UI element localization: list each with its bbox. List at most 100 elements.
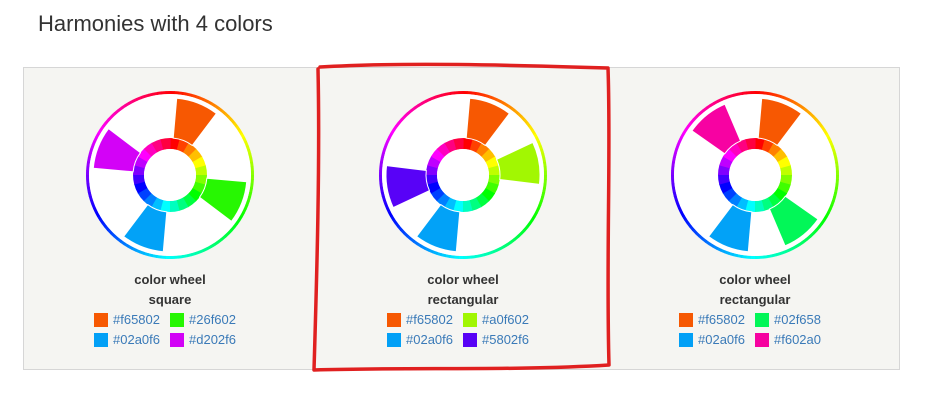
- hue-ring-segment: [784, 96, 790, 102]
- harmony-wedge: [757, 97, 803, 147]
- color-chip: [679, 333, 693, 347]
- hue-ring-segment: [745, 255, 751, 259]
- hue-ring-segment: [165, 255, 170, 259]
- hue-ring-segment: [543, 166, 547, 172]
- hue-ring-segment: [182, 254, 188, 259]
- inner-hue-segment: [754, 200, 765, 212]
- color-swatch-link[interactable]: #a0f602: [463, 312, 539, 328]
- color-swatch-link[interactable]: #d202f6: [170, 332, 246, 348]
- color-swatch-link[interactable]: #26f602: [170, 312, 246, 328]
- hue-ring-segment: [779, 250, 786, 256]
- hue-ring-segment: [131, 98, 138, 103]
- hue-ring-segment: [245, 144, 251, 151]
- page-title: Harmonies with 4 colors: [38, 11, 273, 36]
- color-swatch-link[interactable]: #f602a0: [755, 332, 831, 348]
- inner-hue-segment: [176, 139, 190, 153]
- color-swatch-link[interactable]: #f65802: [94, 312, 170, 328]
- inner-hue-segment: [150, 197, 164, 211]
- hue-ring-segment: [834, 187, 838, 194]
- hue-ring-segment: [767, 92, 774, 96]
- hue-ring-segment: [827, 136, 832, 143]
- hue-ring-segment: [733, 92, 739, 97]
- hue-ring-segment: [96, 215, 103, 221]
- color-swatch-link[interactable]: #02a0f6: [94, 332, 170, 348]
- hue-ring-segment: [835, 175, 839, 180]
- hue-ring-segment: [250, 179, 254, 185]
- hue-ring-segment: [86, 178, 90, 184]
- hue-ring-segment: [678, 207, 683, 214]
- hue-ring-segment: [716, 98, 723, 103]
- inner-hue-segment: [176, 197, 189, 211]
- hue-ring-segment: [182, 92, 189, 96]
- hue-ring-segment: [206, 245, 212, 251]
- harmony-wedge: [198, 177, 248, 223]
- harmony-type: square: [148, 292, 192, 307]
- hue-ring-segment: [165, 91, 171, 95]
- hue-ring-segment: [91, 203, 97, 210]
- hue-ring-segment: [88, 195, 93, 201]
- hue-ring-segment: [458, 91, 464, 95]
- color-chip: [463, 313, 477, 327]
- hue-ring-segment: [454, 91, 460, 95]
- hue-ring-segment: [86, 174, 90, 180]
- hue-ring-segment: [190, 252, 196, 257]
- inner-hue-segment: [188, 148, 203, 163]
- inner-hue-segment: [160, 138, 171, 150]
- hue-ring-segment: [246, 195, 252, 202]
- color-swatch-link[interactable]: #02a0f6: [679, 332, 755, 348]
- hue-ring-segment: [143, 251, 150, 257]
- color-swatch-link[interactable]: #02f658: [755, 312, 831, 328]
- hue-ring-segment: [250, 166, 254, 172]
- wheel-center: [144, 149, 196, 201]
- inner-hue-segment: [143, 142, 158, 157]
- hue-ring-segment: [156, 254, 162, 259]
- inner-hue-segment: [192, 181, 206, 195]
- hue-ring-segment: [674, 199, 680, 206]
- hue-ring-segment: [177, 255, 184, 259]
- hue-ring-segment: [156, 91, 163, 95]
- hue-ring-segment: [242, 136, 247, 143]
- hue-ring-segment: [250, 161, 254, 168]
- hue-ring-segment: [833, 191, 838, 198]
- hue-ring-segment: [834, 183, 839, 189]
- color-swatch-link[interactable]: #02a0f6: [387, 332, 463, 348]
- color-swatch-link[interactable]: #f65802: [387, 312, 463, 328]
- hue-ring-segment: [724, 250, 730, 255]
- inner-hue-segment: [133, 174, 145, 185]
- hue-ring-segment: [248, 191, 253, 198]
- hue-ring-segment: [135, 96, 142, 102]
- hue-ring-segment: [675, 144, 680, 150]
- hue-ring-segment: [463, 91, 468, 95]
- harmony-card-rectangular-alt[interactable]: color wheel rectangular #f65802 #02f658 …: [609, 68, 901, 371]
- swatch-list: #f65802 #26f602 #02a0f6 #d202f6: [94, 312, 254, 348]
- color-swatch-link[interactable]: #5802f6: [463, 332, 539, 348]
- hue-ring-segment: [750, 255, 755, 259]
- hue-ring-segment: [91, 140, 97, 146]
- harmony-wedge: [122, 203, 168, 253]
- hue-ring-segment: [729, 93, 735, 98]
- inner-hue-segment: [777, 156, 791, 169]
- color-chip: [387, 313, 401, 327]
- hue-ring-segment: [787, 247, 794, 252]
- hue-ring-segment: [86, 187, 91, 193]
- color-chip: [170, 333, 184, 347]
- harmony-wedge: [707, 203, 753, 253]
- hue-ring-segment: [791, 245, 797, 251]
- hue-ring-segment: [716, 246, 723, 252]
- harmony-card-square[interactable]: color wheel square #f65802 #26f602 #02a0…: [24, 68, 316, 371]
- hue-ring-segment: [673, 195, 678, 201]
- harmony-card-rectangular[interactable]: color wheel rectangular #f65802 #a0f602 …: [317, 68, 609, 371]
- hue-ring-segment: [732, 253, 739, 258]
- color-swatch-link[interactable]: #f65802: [679, 312, 755, 328]
- hue-ring-segment: [86, 161, 91, 167]
- color-chip: [94, 333, 108, 347]
- color-chip: [170, 313, 184, 327]
- inner-hue-segment: [728, 193, 742, 208]
- inner-hue-segment: [134, 181, 148, 194]
- color-chip: [387, 333, 401, 347]
- hue-ring-segment: [780, 95, 786, 100]
- hue-ring-segment: [835, 161, 839, 168]
- hue-ring-segment: [832, 149, 837, 155]
- inner-hue-segment: [780, 165, 792, 176]
- inner-hue-segment: [736, 139, 749, 153]
